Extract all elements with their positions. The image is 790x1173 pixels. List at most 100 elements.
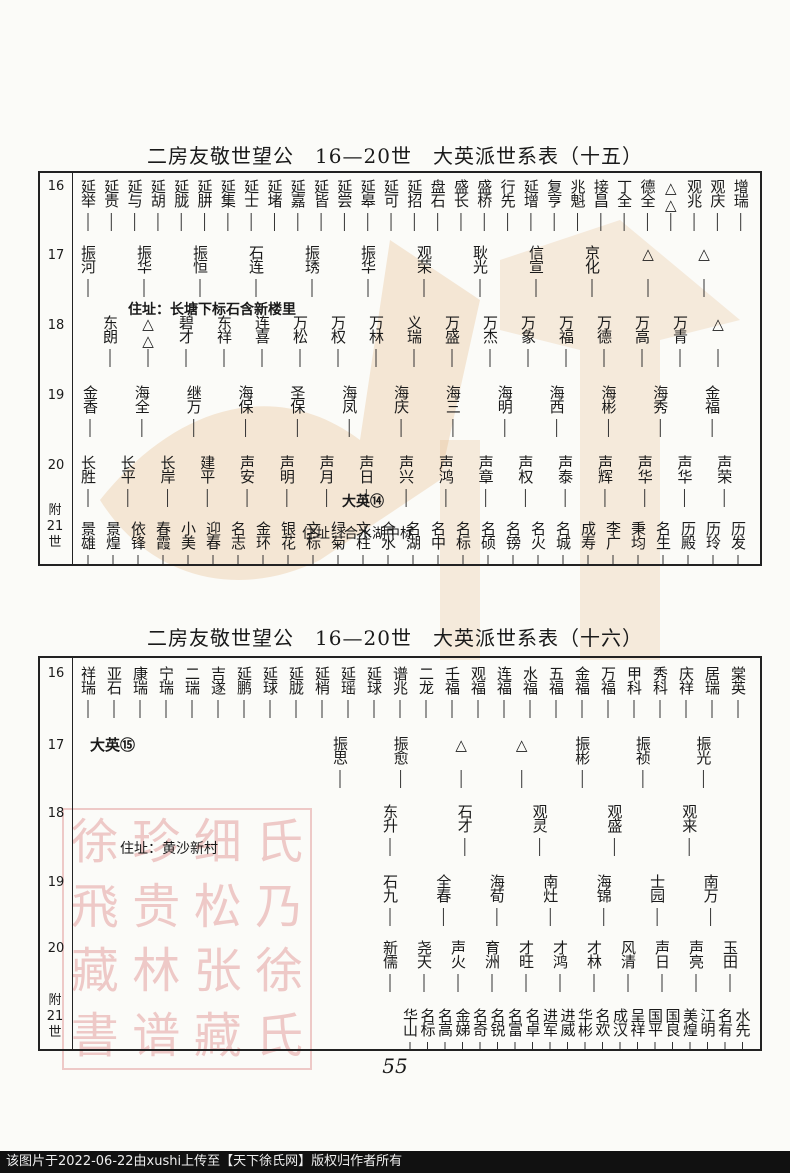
person-name: 延瑶 <box>339 666 357 694</box>
person-name: 声华 <box>635 455 654 483</box>
person-name: 延贵 <box>102 179 121 207</box>
collector-seal: 徐珍细氏 飛贵松乃 藏林张徐 書谱藏氏 <box>62 808 312 1070</box>
person-name: 历发 <box>729 521 747 549</box>
person-name: 历玲 <box>704 521 722 549</box>
person-name: 小美 <box>179 521 197 549</box>
person-name: 振祯 <box>633 736 652 764</box>
person-name: 东升 <box>381 804 399 832</box>
person-name: 海凤 <box>340 385 359 413</box>
person-name: 观荣 <box>415 245 433 273</box>
person-name: 海三 <box>443 385 462 413</box>
gen-label: 18 <box>47 318 65 333</box>
person-name: 成寿 <box>579 521 597 549</box>
person-name: 名卓 <box>523 1008 542 1036</box>
person-name: 延皋 <box>358 179 377 207</box>
person-name: 振恒 <box>191 245 209 273</box>
person-name: 名城 <box>554 521 572 549</box>
person-name: 振华 <box>135 245 153 273</box>
person-name: 声安 <box>238 455 257 483</box>
person-name: 声泰 <box>556 455 575 483</box>
person-name: 万杰 <box>481 315 499 343</box>
person-name: 声章 <box>476 455 495 483</box>
person-name: 水先 <box>733 1008 752 1036</box>
gen-label: 19 <box>47 388 65 403</box>
person-name: 声鸿 <box>436 455 455 483</box>
gen-label: 16 <box>47 666 65 681</box>
person-name: 观盛 <box>605 804 624 832</box>
genealogy-table-16: 16 17 18 19 20 附21世 祥瑞亚石康瑞宁瑞二瑞吉遂延鹏延球延胧延梢… <box>38 656 762 1051</box>
person-name: 华山 <box>401 1008 419 1036</box>
person-name: 居瑞 <box>703 666 721 694</box>
person-name: 名中 <box>429 521 447 549</box>
person-name: 文柱 <box>354 521 372 549</box>
person-name: 声日 <box>653 940 671 968</box>
person-name: 延鹏 <box>235 666 253 694</box>
family-tree-16: 祥瑞亚石康瑞宁瑞二瑞吉遂延鹏延球延胧延梢延瑶延球谱兆二龙壬福观福连福水福五福金福… <box>72 658 760 1049</box>
person-name: 国平 <box>646 1008 664 1036</box>
person-name: 春霞 <box>154 521 172 549</box>
person-name: 振琇 <box>303 245 321 273</box>
person-name: 名火 <box>529 521 547 549</box>
person-name: 全春 <box>434 874 453 902</box>
gen-label: 20 <box>47 941 65 956</box>
person-name: 金娣 <box>453 1008 472 1036</box>
person-name: 依锋 <box>129 521 147 549</box>
person-name: 延与 <box>125 179 144 207</box>
page-number: 55 <box>382 1054 408 1078</box>
person-name: 甲科 <box>625 666 643 694</box>
person-name: 接昌 <box>591 179 610 207</box>
person-name: 声辉 <box>595 455 614 483</box>
person-name: 国良 <box>663 1008 682 1036</box>
person-name: 声华 <box>675 455 694 483</box>
tree-lines <box>87 700 743 1049</box>
person-name: △ <box>452 736 471 753</box>
person-name: 万盛 <box>443 315 461 343</box>
person-name: 华彬 <box>576 1008 594 1036</box>
person-name: 海明 <box>495 385 514 413</box>
person-name: 振思 <box>331 736 349 764</box>
person-name: 进军 <box>541 1008 559 1036</box>
branch-note: 大英⑮ <box>90 736 136 754</box>
person-name: 延堵 <box>265 179 284 207</box>
person-name: 名湖 <box>404 521 422 549</box>
person-name: 盛桥 <box>475 179 494 207</box>
person-name: 金福 <box>573 666 591 694</box>
person-name: 耿光 <box>471 245 489 273</box>
tree-lines <box>87 213 742 564</box>
person-name: 声荣 <box>715 455 734 483</box>
person-name: 振华 <box>359 245 377 273</box>
person-name: 海锦 <box>594 874 613 902</box>
person-name: 玉田 <box>721 940 739 968</box>
gen-label: 附21世 <box>46 993 64 1040</box>
person-name: 万福 <box>599 666 617 694</box>
person-name: 延皆 <box>312 179 331 207</box>
person-name: 文标 <box>304 521 322 549</box>
person-name: 圣保 <box>288 385 307 413</box>
person-name: 尧天 <box>415 940 433 968</box>
person-name: △△ <box>661 179 680 213</box>
person-name: 延集 <box>218 179 237 207</box>
person-name: 万福 <box>557 315 575 343</box>
person-name: 延胧 <box>172 179 191 207</box>
person-name: 石连 <box>247 245 265 273</box>
person-name: 秀科 <box>651 666 669 694</box>
generation-column: 16 17 18 19 20 附21世 <box>40 173 73 564</box>
person-name: 丁全 <box>615 179 634 207</box>
person-name: 延尝 <box>335 179 354 207</box>
person-name: 盘石 <box>428 179 447 207</box>
person-name: 五福 <box>547 666 565 694</box>
person-name: 建平 <box>198 455 217 483</box>
person-name: 谱兆 <box>391 666 409 694</box>
person-name: 名奇 <box>471 1008 489 1036</box>
person-name: 美煌 <box>681 1008 699 1036</box>
address-label: 住址：长塘下标石含新楼里 <box>128 302 296 318</box>
person-name: 士园 <box>648 874 667 902</box>
person-name: 长平 <box>118 455 137 483</box>
person-name: 长岸 <box>158 455 177 483</box>
person-name: 海西 <box>547 385 566 413</box>
person-name: 海荀 <box>487 874 506 902</box>
person-name: 祥瑞 <box>79 666 97 694</box>
person-name: 吉遂 <box>209 666 227 694</box>
person-name: 庆祥 <box>677 666 695 694</box>
person-name: 声权 <box>516 455 535 483</box>
